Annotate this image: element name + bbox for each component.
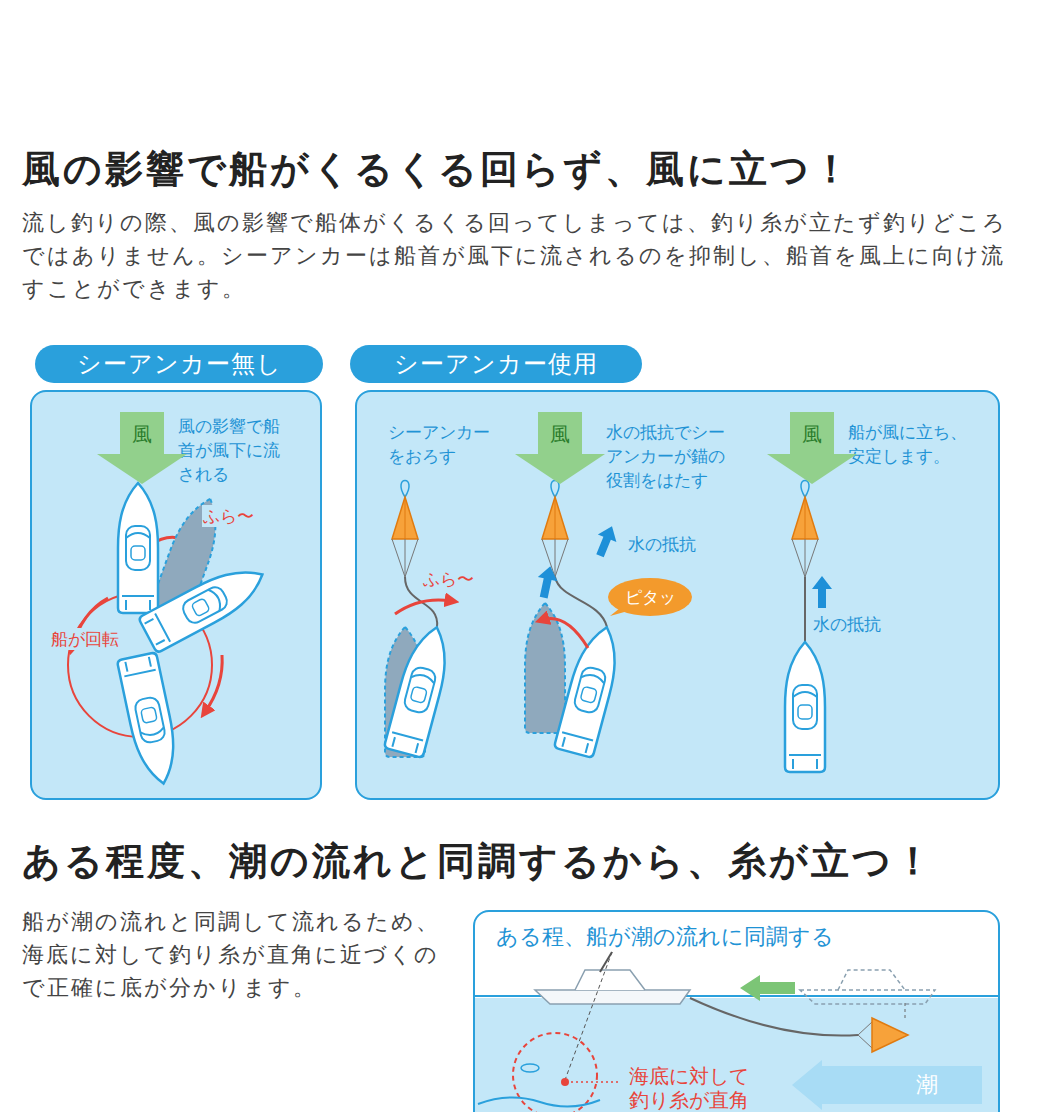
tide-panel-art (535, 990, 690, 1004)
panel-heading: ある程、船が潮の流れに同調する (494, 923, 836, 951)
tide-panel-art (905, 1003, 906, 1020)
tide-panel-art (513, 1033, 597, 1112)
panel-no-anchor-art (117, 652, 183, 787)
panel-box: シーアンカー使用シーアンカーをおろす水の抵抗でシーアンカーが錨の役割をはたす船が… (355, 390, 1000, 800)
panel-heading: シーアンカー無し (35, 345, 323, 383)
note-text: 海底に対して釣り糸が直角 (627, 1064, 755, 1112)
note-text: 風の影響で船首が風下に流される (177, 414, 285, 486)
panel-no-anchor-art (150, 537, 197, 548)
panel-no-anchor-art (138, 557, 272, 653)
sound-text: ふら〜 (422, 568, 475, 590)
panel-anchor-art (554, 622, 626, 758)
body-text: 船が潮の流れと同調して流れるため、海底に対して釣り糸が直角に近づくので正確に底が… (22, 905, 452, 1004)
tide-panel-art (565, 952, 612, 1080)
panel-anchor-art (384, 481, 832, 773)
panel-anchor-art (395, 600, 452, 614)
section-title: ある程度、潮の流れと同調するから、糸が立つ！ (22, 838, 1022, 884)
panel-box: ある程、船が潮の流れに同調する海底に対して釣り糸が直角 潮 (473, 910, 1000, 1112)
note-text: 船が風に立ち、安定します。 (847, 420, 973, 468)
tide-panel-art (858, 1022, 872, 1048)
tide-panel-art (561, 1078, 569, 1086)
panel-anchor-art (812, 576, 832, 608)
tide-panel-art (521, 1064, 539, 1072)
wind-arrow: 風 (97, 412, 187, 484)
panel-anchor-art (405, 577, 437, 627)
shape-label: 風 (767, 422, 857, 446)
tide-panel-art (800, 990, 935, 1004)
tide-arrow-shape (792, 1060, 982, 1110)
panel-anchor-art (534, 564, 560, 599)
tide-panel-art (838, 970, 905, 990)
panel-anchor-art (384, 622, 456, 758)
shape-label: 潮 (897, 1071, 957, 1099)
tide-panel-art (600, 952, 612, 972)
panel-no-anchor-art (68, 483, 272, 788)
tide-arrow: 潮 (792, 1060, 982, 1110)
shape-label: 風 (515, 422, 605, 446)
panel-no-anchor-art (118, 483, 158, 613)
panel-heading: シーアンカー使用 (350, 345, 642, 383)
panel-anchor-art (785, 642, 825, 772)
panel-anchor-art (804, 577, 806, 642)
note-text: 船が回転 (50, 628, 120, 650)
tide-panel-art (690, 998, 858, 1036)
panel-anchor-art (392, 481, 418, 578)
tide-panel-art (475, 995, 998, 997)
sound-text: ふら〜 (202, 505, 255, 527)
panel-no-anchor-art (72, 598, 108, 648)
tide-panel-art (478, 1097, 600, 1106)
panel-anchor-art (525, 603, 565, 733)
note-text: 水の抵抗でシーアンカーが錨の役割をはたす (605, 420, 731, 492)
panel-anchor-art (542, 619, 588, 648)
shape-label: 風 (97, 422, 187, 446)
panel-anchor-art (792, 481, 818, 578)
page-title: 風の影響で船がくるくる回らず、風に立つ！ (22, 146, 1022, 192)
force-label: 水の抵抗 (627, 532, 697, 556)
panel-anchor-art (385, 627, 425, 757)
force-label: 水の抵抗 (812, 612, 882, 636)
shape-label: ピタッ (608, 586, 692, 608)
body-text: 流し釣りの際、風の影響で船体がくるくる回ってしまっては、釣り糸が立たず釣りどころ… (22, 206, 1022, 305)
speech-bubble: ピタッ (608, 578, 692, 616)
panel-anchor-art (555, 577, 607, 627)
tide-panel-art (571, 1081, 618, 1083)
tide-panel-art (575, 970, 645, 990)
wind-arrow: 風 (767, 412, 857, 484)
panel-no-anchor-art (68, 593, 212, 737)
panel-box: シーアンカー無し風の影響で船首が風下に流されるふら〜船が回転風 (30, 390, 322, 800)
panel-anchor-art (591, 522, 622, 559)
tide-panel-art (740, 975, 795, 1001)
panel-no-anchor-art (205, 655, 222, 712)
panel-no-anchor-art (147, 492, 229, 628)
note-text: シーアンカーをおろす (387, 420, 495, 468)
tide-panel-art (872, 1018, 908, 1052)
wind-arrow: 風 (515, 412, 605, 484)
panel-anchor-art (542, 481, 568, 578)
tide-panel-art (475, 952, 998, 1112)
